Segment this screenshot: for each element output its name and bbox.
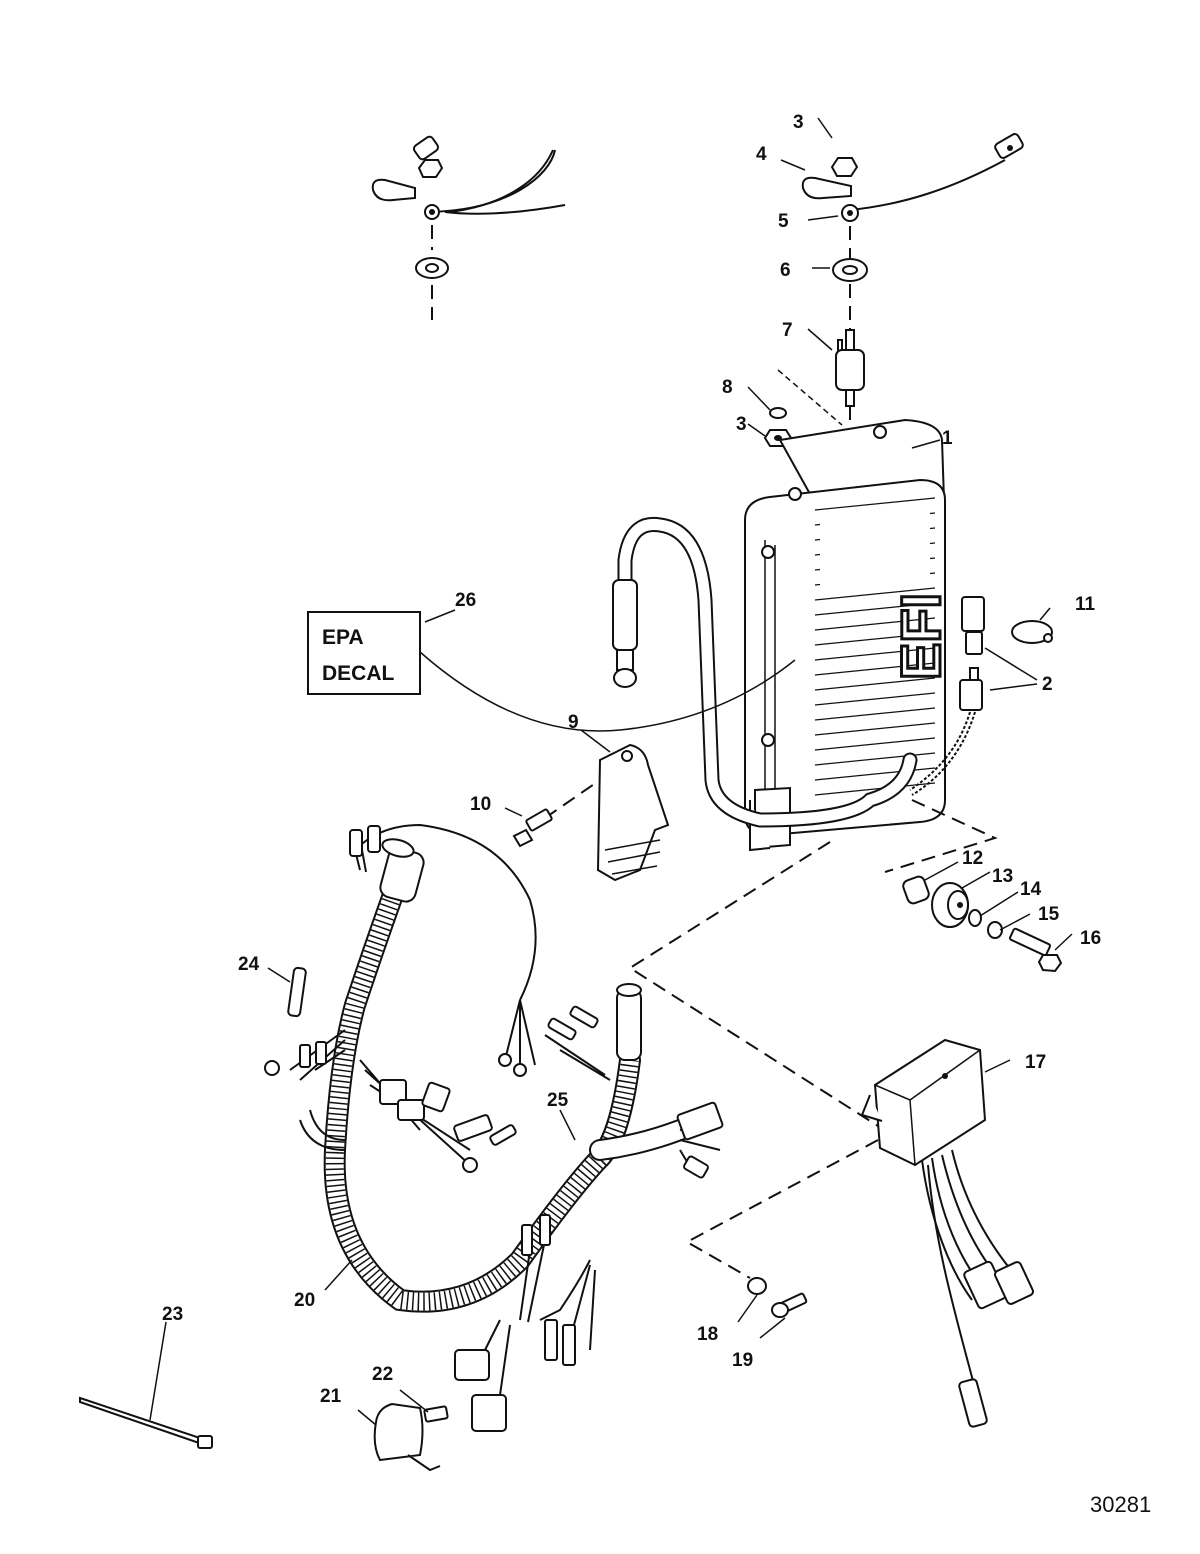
ground-strap-assembly [371,135,566,220]
callout-19: 19 [732,1350,753,1371]
screw-19 [771,1292,808,1318]
callout-18: 18 [697,1324,718,1345]
callout-9: 9 [568,712,579,733]
fuse [423,1405,449,1423]
screw [512,808,553,848]
callout-12: 12 [962,848,983,869]
washer-18 [747,1277,767,1295]
bolt [1008,927,1063,973]
mounting-bracket [596,743,670,882]
fuse-holder [373,1402,441,1472]
engine-sub-harness [454,1101,724,1432]
callout-1: 1 [942,428,953,449]
washer-14 [968,909,982,927]
cable-tie [79,1396,213,1449]
callout-17: 17 [1025,1052,1046,1073]
callout-3-lower: 3 [736,414,747,435]
callout-15: 15 [1038,904,1060,925]
epa-decal-line2: DECAL [322,662,395,685]
rubber-mount [931,882,969,928]
sensor-connector-pair [909,596,985,796]
module-harness-cable [612,516,918,828]
callout-25: 25 [547,1090,569,1111]
callout-4: 4 [756,144,767,165]
callout-16: 16 [1080,928,1101,949]
leader-lines [149,117,1073,1426]
epa-decal-box: EPA DECAL [307,611,421,695]
callout-labels: 1 2 3 3 4 5 6 7 8 9 10 11 12 13 14 15 16… [162,112,1101,1407]
callout-14: 14 [1020,879,1042,900]
washer [769,407,787,419]
callout-10: 10 [470,794,491,815]
spacer-bushing [415,257,449,279]
callout-5: 5 [778,211,789,232]
lockwasher [987,921,1003,939]
callout-22: 22 [372,1364,393,1385]
isolator-mount [835,329,865,407]
figure-number: 30281 [1090,1492,1151,1517]
epa-decal-line1: EPA [322,626,364,649]
module-logo: EFI [889,593,952,680]
callout-24: 24 [238,954,260,975]
callout-21: 21 [320,1386,342,1407]
callout-3-top: 3 [793,112,804,133]
callout-13: 13 [992,866,1013,887]
callout-20: 20 [294,1290,315,1311]
efi-control-module: EFI [744,418,954,852]
hose-clamp [1011,620,1053,644]
callout-7: 7 [782,320,793,341]
callout-2: 2 [1042,674,1053,695]
sleeve [902,875,930,905]
relay-module [860,1038,1034,1428]
ground-strap-aligned [801,133,1024,222]
callout-8: 8 [722,377,733,398]
callout-26: 26 [455,590,476,611]
callout-6: 6 [780,260,791,281]
rubber-grommet [832,258,868,282]
splice-sleeve [287,966,307,1018]
callout-11: 11 [1075,594,1096,615]
main-wiring-harness [264,823,642,1313]
callout-23: 23 [162,1304,183,1325]
